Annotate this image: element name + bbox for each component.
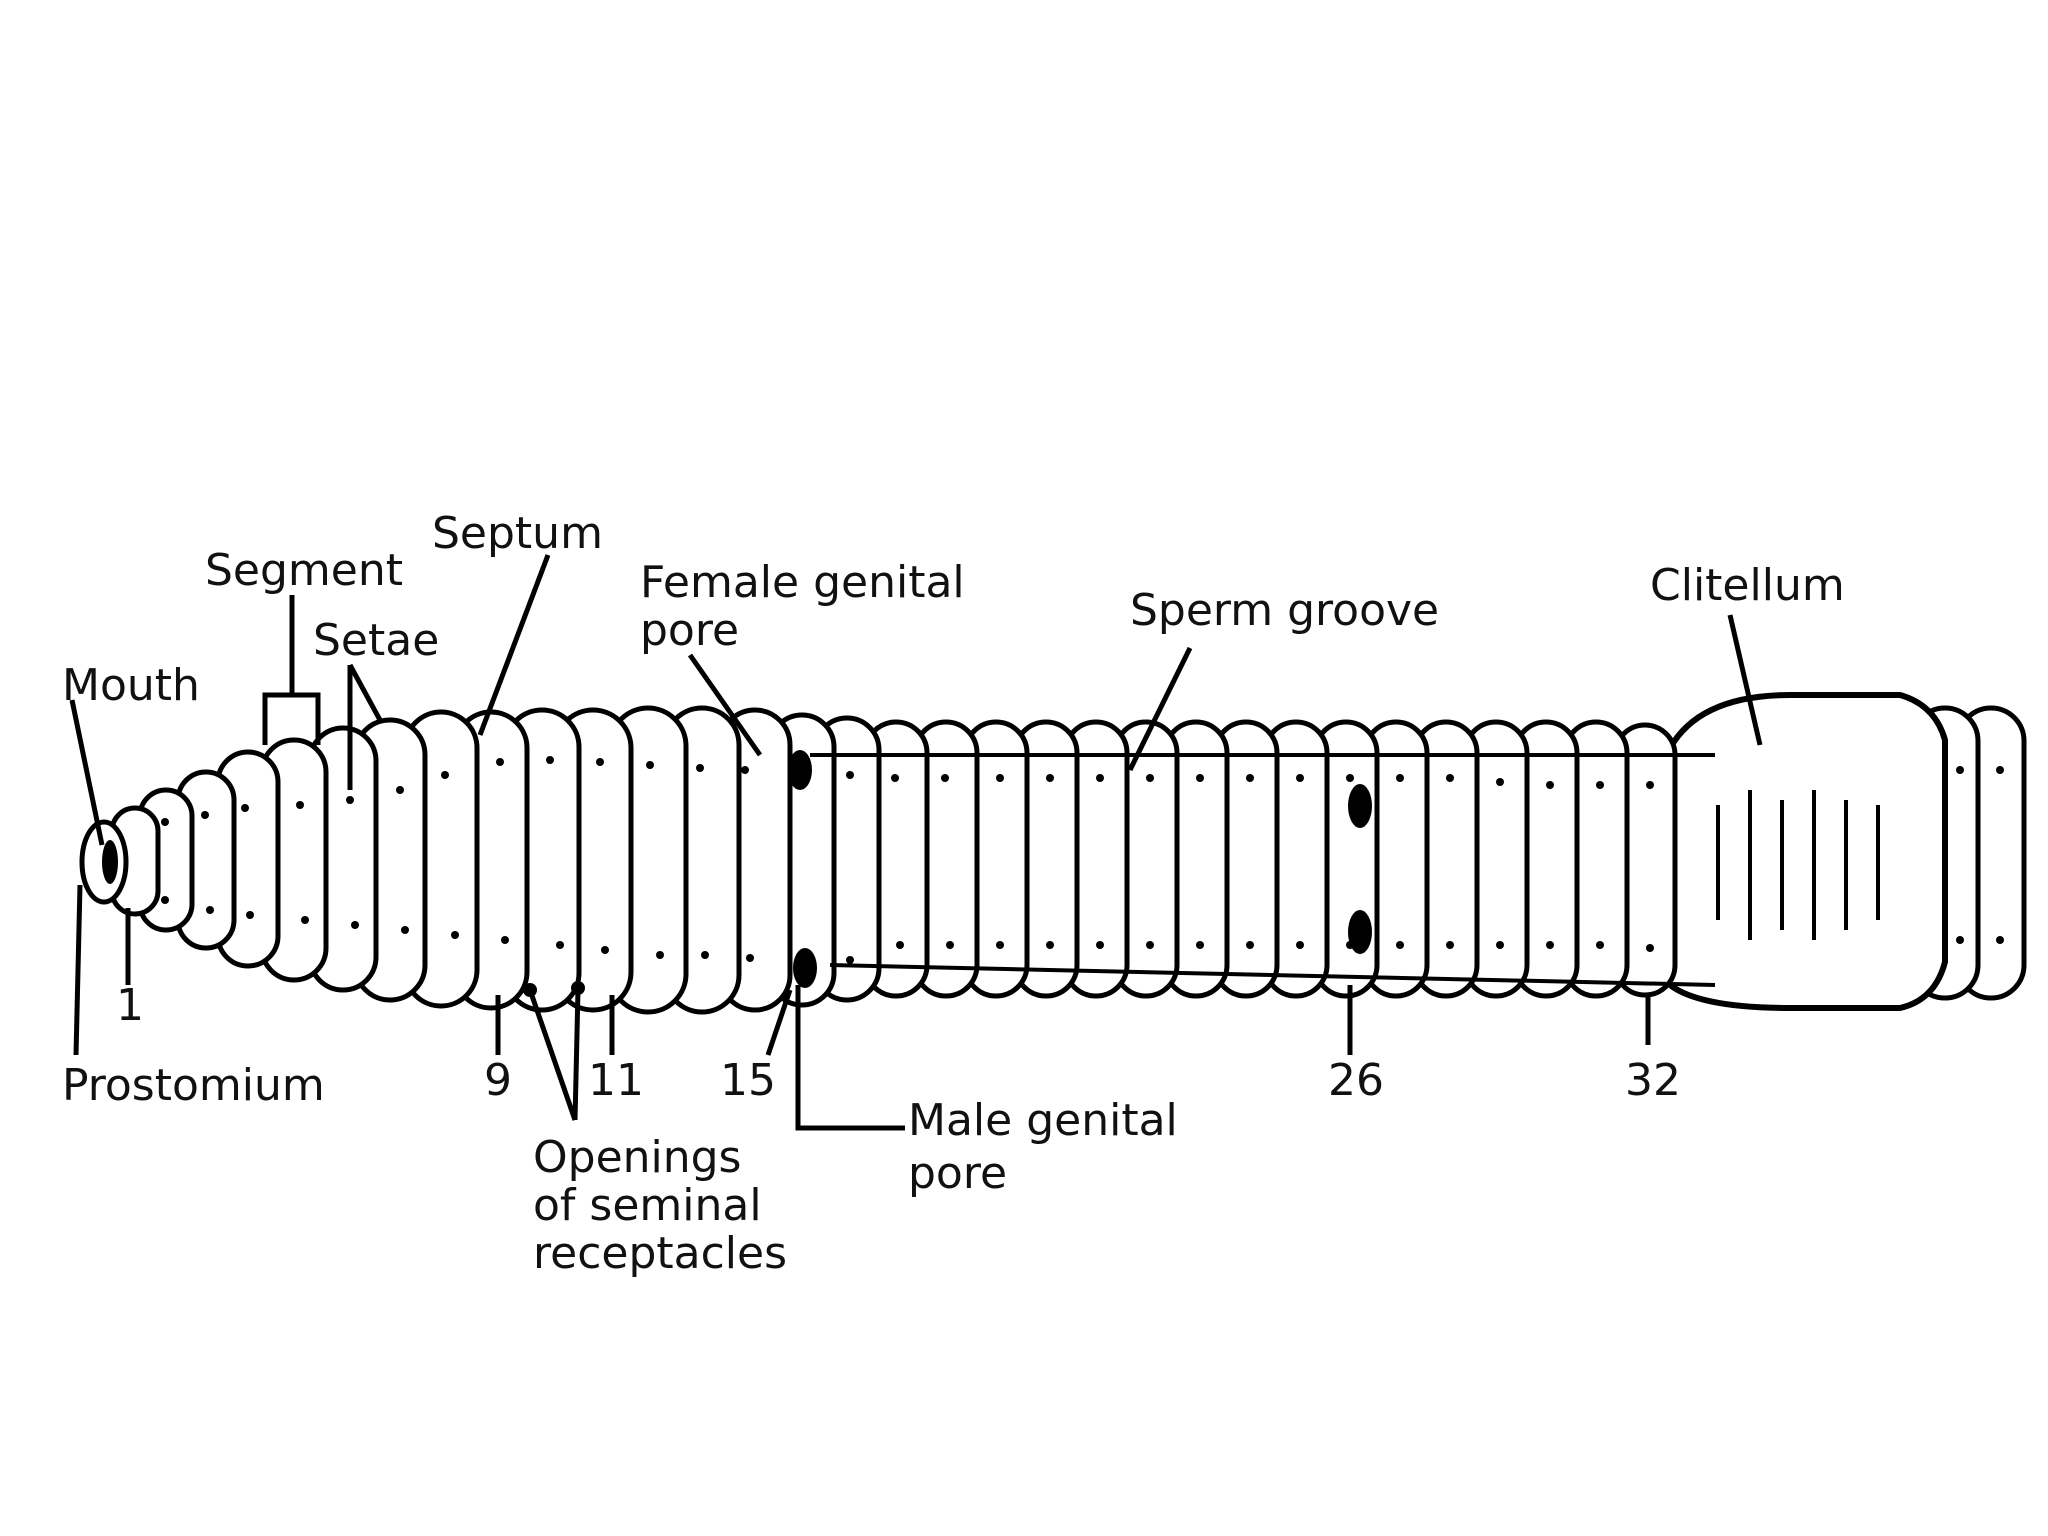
label-female-genital-pore-line1: Female genital [640, 557, 965, 608]
prostomium-leader [73, 884, 83, 1056]
male-pore-leader [795, 985, 905, 1131]
clitellum-band [1667, 692, 1948, 1011]
label-setae: Setae [313, 615, 439, 666]
setae-leader-2 [347, 663, 383, 722]
segment-number-32: 32 [1625, 1055, 1681, 1106]
segment-bracket [262, 692, 321, 745]
label-prostomium: Prostomium [62, 1060, 325, 1111]
label-segment: Segment [205, 545, 403, 596]
setae-ventral-row [161, 896, 2004, 964]
mouth-leader [69, 699, 105, 846]
segment-number-1: 1 [116, 980, 144, 1031]
segment-26-pore-lower [1348, 910, 1372, 954]
label-mouth: Mouth [62, 660, 200, 711]
clitellum-striations [1716, 790, 1880, 940]
segment-number-9: 9 [484, 1055, 512, 1106]
label-septum: Septum [432, 508, 603, 559]
clitellum-leader [1727, 614, 1763, 746]
label-male-genital-pore-line1: Male genital [908, 1095, 1178, 1146]
segment-26-pore-upper [1348, 784, 1372, 828]
worm-body [79, 692, 2027, 1015]
seminal-receptacle-opening [571, 981, 585, 995]
female-pore-leader [687, 653, 763, 757]
mouth-opening [102, 840, 118, 884]
labels: Segment Septum Setae Mouth Female genita… [62, 508, 1845, 1279]
label-sperm-groove: Sperm groove [1130, 585, 1439, 636]
label-openings-line2: of seminal [533, 1180, 762, 1231]
segment-15-leader [765, 989, 793, 1056]
segment-number-11: 11 [588, 1055, 644, 1106]
segment-number-26: 26 [1328, 1055, 1384, 1106]
female-genital-pore [788, 750, 812, 790]
setae-dorsal-row [161, 756, 2004, 826]
label-female-genital-pore-line2: pore [640, 605, 739, 656]
openings-leader-a [527, 989, 578, 1121]
label-openings-line3: receptacles [533, 1228, 787, 1279]
male-genital-pore [793, 948, 817, 988]
sperm-groove-leader [1127, 646, 1193, 772]
septum-leader [477, 554, 551, 736]
segment-number-15: 15 [720, 1055, 776, 1106]
label-openings-line1: Openings [533, 1132, 741, 1183]
label-male-genital-pore-line2: pore [908, 1148, 1007, 1199]
openings-leader-b [572, 989, 581, 1121]
label-clitellum: Clitellum [1650, 560, 1845, 611]
sperm-groove-lower [829, 963, 1716, 987]
leader-lines [69, 554, 1763, 1131]
